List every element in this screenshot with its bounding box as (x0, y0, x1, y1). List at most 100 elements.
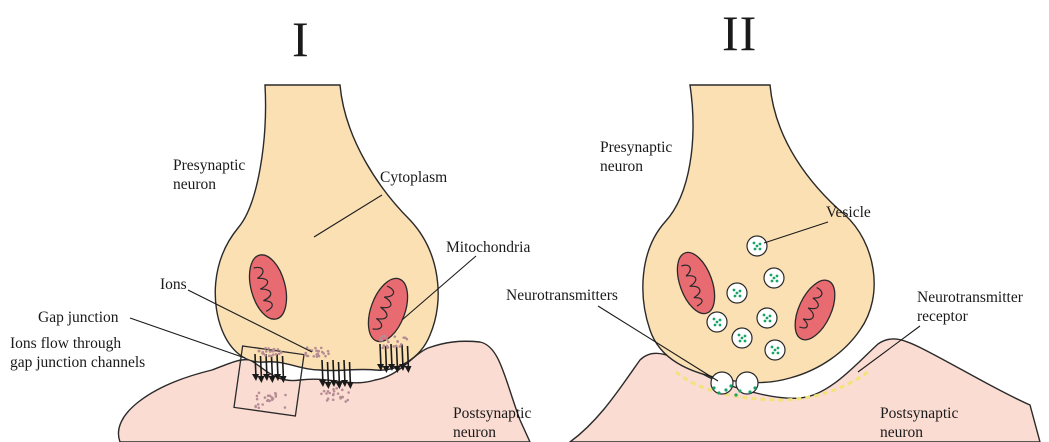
vesicle-dot (739, 295, 742, 298)
ion-dot (277, 348, 280, 351)
vesicle-dot (716, 321, 719, 324)
vesicle-dot (738, 334, 741, 337)
vesicle-dot (759, 248, 762, 251)
ion-dot (314, 347, 317, 350)
ion-dot (327, 397, 330, 400)
vesicle-dot (774, 349, 777, 352)
vesicle-dot (744, 340, 747, 343)
ion-dot (304, 352, 307, 355)
ion-dot (312, 355, 315, 358)
ion-dot (280, 351, 283, 354)
ion-dot (386, 345, 389, 348)
panel-numeral-2: II (722, 8, 757, 58)
neurotransmitter-dot (724, 388, 727, 391)
ion-flow-label: Ions flow through gap junction channels (10, 334, 145, 372)
ion-dot (273, 348, 276, 351)
vesicle-dot (754, 248, 757, 251)
ion-dot (257, 406, 260, 409)
ion-dot (327, 350, 330, 353)
neurotransmitter-dot (748, 390, 751, 393)
postsynaptic-label-1: Postsynaptic neuron (453, 404, 531, 442)
ion-dot (275, 353, 278, 356)
cytoplasm-label: Cytoplasm (380, 168, 447, 187)
ion-dot (402, 336, 405, 339)
ion-dot (257, 403, 260, 406)
neurotransmitter-dot (729, 384, 732, 387)
ion-dot (267, 347, 270, 350)
ion-dot (395, 345, 398, 348)
ion-dot (386, 338, 389, 341)
ion-dot (270, 396, 273, 399)
presynaptic-neuron-2 (643, 85, 874, 383)
ion-dot (256, 395, 259, 398)
vesicle-dot (772, 352, 775, 355)
vesicle-dot (777, 347, 780, 350)
ion-dot (256, 398, 259, 401)
vesicle-dot (773, 277, 776, 280)
vesicle-dot (734, 295, 737, 298)
ion-dot (271, 398, 274, 401)
ion-dot (382, 344, 385, 347)
vesicle-dot (744, 335, 747, 338)
ion-dot (258, 350, 261, 353)
presynaptic-label-2: Presynaptic neuron (600, 138, 672, 176)
ion-dot (324, 355, 327, 358)
ion-dot (264, 347, 267, 350)
ion-dot (392, 345, 395, 348)
ion-dot (332, 398, 335, 401)
vesicle-label: Vesicle (826, 203, 871, 222)
ion-dot (321, 351, 324, 354)
mitochondria-label: Mitochondria (446, 238, 530, 257)
ion-dot (337, 392, 340, 395)
ion-dot (307, 355, 310, 358)
ion-dot (332, 388, 335, 391)
ion-dot (328, 392, 331, 395)
ion-dot (258, 392, 261, 395)
ion-dot (268, 355, 271, 358)
ion-dot (396, 340, 399, 343)
ion-dot (323, 390, 326, 393)
vesicle-dot (770, 274, 773, 277)
neurotransmitter-dot (712, 386, 715, 389)
ion-dot (335, 387, 338, 390)
neurotransmitters-label: Neurotransmitters (506, 286, 618, 305)
neurotransmitter-dot (738, 389, 741, 392)
ion-dot (271, 350, 274, 353)
vesicle-dot (763, 314, 766, 317)
ion-dot (272, 353, 275, 356)
ion-dot (399, 345, 402, 348)
ion-dot (261, 403, 264, 406)
vesicle-dot (714, 324, 717, 327)
ion-dot (317, 353, 320, 356)
ion-dot (387, 341, 390, 344)
ion-dot (264, 396, 267, 399)
ion-dot (384, 335, 387, 338)
vesicle-dot (776, 275, 779, 278)
gap-junction-label: Gap junction (38, 308, 119, 327)
presynaptic-neuron-1 (215, 85, 438, 371)
vesicle-dot (771, 280, 774, 283)
ion-dot (394, 335, 397, 338)
ion-dot (381, 335, 384, 338)
ion-dot (332, 393, 335, 396)
ion-dot (254, 406, 257, 409)
ions-label: Ions (160, 275, 187, 294)
ion-dot (341, 389, 344, 392)
ion-dot (317, 350, 320, 353)
vesicle-dot (776, 280, 779, 283)
vesicle-dot (736, 292, 739, 295)
panel-numeral-1: I (292, 14, 310, 64)
neurotransmitter-dot (753, 386, 756, 389)
vesicle-dot (713, 318, 716, 321)
ion-dot (266, 400, 269, 403)
ion-dot (284, 406, 287, 409)
ion-dot (320, 347, 323, 350)
ion-dot (265, 350, 268, 353)
ion-dot (381, 339, 384, 342)
docked-vesicle-1 (711, 372, 733, 394)
neurotransmitter-dot (717, 391, 720, 394)
ion-dot (381, 347, 384, 350)
vesicle-dot (764, 320, 767, 323)
vesicle-dot (777, 352, 780, 355)
ion-dot (316, 355, 319, 358)
